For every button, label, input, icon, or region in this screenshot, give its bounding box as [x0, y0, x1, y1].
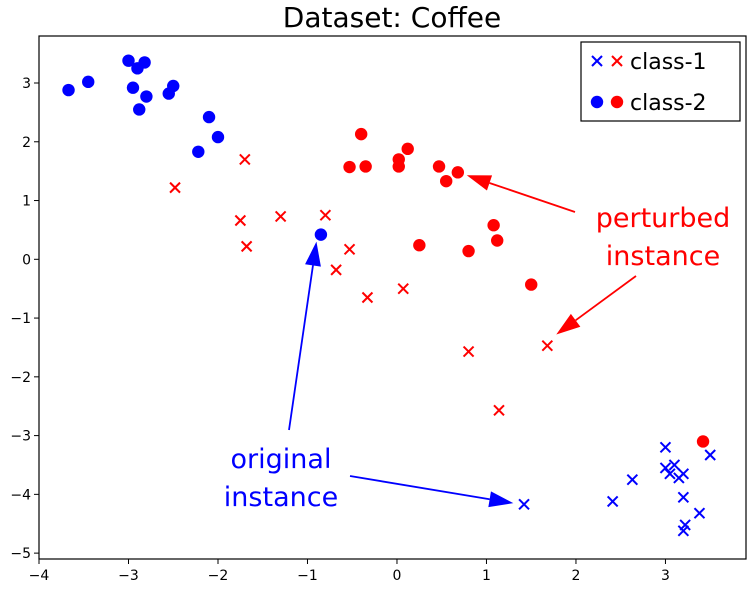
- data-point-x: [319, 209, 332, 221]
- data-point-x: [397, 282, 409, 295]
- data-point-dot: [401, 142, 414, 156]
- data-point-dot: [167, 79, 180, 93]
- legend-label: class-2: [630, 91, 707, 116]
- data-point-x: [518, 498, 530, 511]
- annotation-arrow-head: [305, 241, 321, 267]
- data-point-x: [239, 153, 251, 166]
- y-tick-label: −2: [10, 370, 31, 386]
- y-tick-label: −4: [10, 487, 31, 503]
- legend-marker-dot: [610, 95, 624, 109]
- y-tick-label: 0: [22, 252, 31, 268]
- plot-area: [38, 35, 747, 560]
- data-point-x: [541, 339, 554, 352]
- annotation-arrow-head: [556, 313, 581, 335]
- y-tick-label: 3: [22, 76, 31, 92]
- data-point-x: [659, 441, 672, 454]
- data-point-dot: [525, 278, 538, 291]
- data-points: [62, 54, 716, 537]
- annotation-arrow-shaft: [575, 275, 637, 322]
- data-point-x: [493, 404, 505, 417]
- x-tick-label: 0: [393, 568, 402, 584]
- data-point-dot: [432, 160, 446, 173]
- annotation-arrow-shaft: [288, 265, 314, 431]
- legend-marker-x: [611, 55, 623, 67]
- x-tick-label: −2: [208, 568, 229, 584]
- data-point-dot: [413, 239, 426, 252]
- data-point-dot: [133, 103, 146, 116]
- y-tick-label: −1: [10, 311, 31, 327]
- data-point-x: [677, 468, 690, 480]
- data-point-x: [693, 507, 706, 519]
- x-tick-label: −4: [29, 568, 50, 584]
- data-point-x: [234, 214, 247, 227]
- data-point-dot: [439, 174, 453, 188]
- data-point-dot: [314, 228, 328, 241]
- annotation-text: perturbed: [596, 203, 731, 234]
- x-axis: −4 −3 −2 −1 0 1 2 3: [29, 559, 670, 584]
- data-point-dot: [62, 83, 75, 97]
- data-point-dot: [359, 160, 372, 173]
- data-point-x: [677, 525, 690, 537]
- data-point-dot: [487, 219, 500, 232]
- y-tick-label: −3: [10, 429, 31, 445]
- annotations: perturbed instance original instance: [224, 175, 730, 513]
- annotation-arrow-head: [488, 491, 514, 508]
- x-tick-label: −1: [297, 568, 318, 584]
- data-point-x: [169, 181, 181, 194]
- data-point-x: [240, 240, 253, 253]
- data-point-x: [343, 243, 356, 256]
- data-point-x: [626, 473, 639, 486]
- x-tick-label: −3: [118, 568, 139, 584]
- annotation-arrow-shaft: [489, 182, 576, 213]
- data-point-dot: [343, 160, 356, 174]
- legend-marker-dot: [590, 95, 604, 109]
- data-point-x: [606, 495, 619, 508]
- data-point-dot: [140, 90, 153, 103]
- data-point-x: [704, 449, 716, 461]
- x-tick-label: 2: [572, 568, 581, 584]
- data-point-x: [274, 210, 287, 223]
- data-point-dot: [491, 234, 504, 247]
- legend-marker-x: [591, 55, 603, 67]
- data-point-dot: [138, 56, 151, 69]
- data-point-dot: [202, 110, 216, 124]
- legend: class-1 class-2: [580, 41, 741, 122]
- data-point-dot: [122, 54, 135, 67]
- data-point-dot: [126, 81, 140, 94]
- y-tick-label: 1: [22, 194, 31, 210]
- data-point-dot: [82, 75, 95, 89]
- y-tick-label: −5: [10, 546, 31, 562]
- y-axis: −5 −4 −3 −2 −1 0 1 2 3: [10, 76, 39, 562]
- data-point-dot: [354, 127, 368, 141]
- data-point-dot: [392, 153, 405, 166]
- data-point-dot: [211, 130, 225, 144]
- data-point-x: [677, 491, 690, 504]
- annotation-arrow-head: [466, 175, 493, 191]
- data-point-dot: [696, 435, 710, 448]
- legend-label: class-1: [630, 50, 707, 75]
- x-tick-label: 1: [482, 568, 491, 584]
- y-tick-label: 2: [22, 135, 31, 151]
- data-point-dot: [462, 244, 475, 258]
- annotation-arrow-shaft: [349, 475, 490, 501]
- annotation-text: original: [231, 444, 332, 475]
- annotation-text: instance: [606, 241, 720, 272]
- x-tick-label: 3: [661, 568, 670, 584]
- data-point-dot: [192, 145, 205, 158]
- data-point-x: [361, 291, 374, 304]
- data-point-x: [462, 345, 475, 358]
- data-point-x: [664, 468, 676, 480]
- data-point-dot: [451, 166, 465, 179]
- chart-title: Dataset: Coffee: [283, 1, 501, 34]
- data-point-x: [330, 264, 342, 276]
- annotation-text: instance: [224, 482, 338, 513]
- legend-box: [580, 41, 741, 122]
- data-point-x: [668, 459, 681, 471]
